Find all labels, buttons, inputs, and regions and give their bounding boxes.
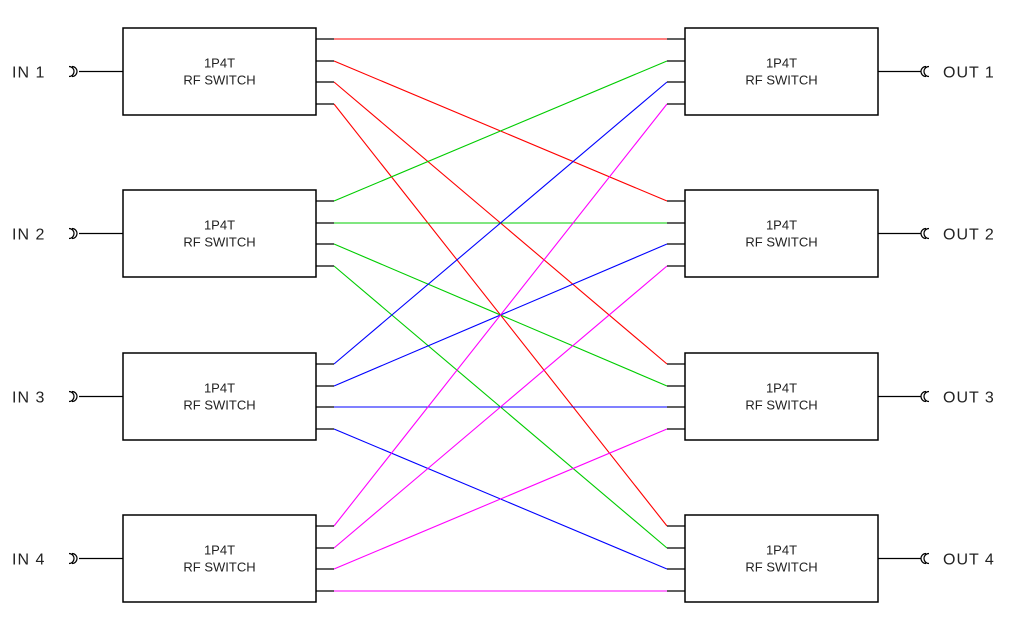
rf-connector-icon xyxy=(68,390,78,403)
rf-switch-box xyxy=(684,352,879,441)
switch-name-label: RF SWITCH xyxy=(745,560,817,575)
switch-name-label: RF SWITCH xyxy=(745,235,817,250)
output-port-label: OUT 4 xyxy=(943,552,995,569)
input-4-group: 1P4T RF SWITCH IN 4 xyxy=(12,514,334,603)
switch-type-label: 1P4T xyxy=(204,56,235,71)
connection-in4-to-out2 xyxy=(333,265,668,549)
switch-type-label: 1P4T xyxy=(204,381,235,396)
connection-in3-to-out1 xyxy=(333,81,668,365)
rf-connector-icon xyxy=(920,227,930,240)
connection-in4-to-out3 xyxy=(333,428,668,570)
switch-name-label: RF SWITCH xyxy=(183,398,255,413)
rf-connector-icon xyxy=(68,65,78,78)
input-port-label: IN 4 xyxy=(12,552,45,569)
switch-type-label: 1P4T xyxy=(766,218,797,233)
switch-type-label: 1P4T xyxy=(204,543,235,558)
input-port-label: IN 1 xyxy=(12,65,45,82)
switch-blocks: 1P4T RF SWITCH IN 1 1P4T RF SWITCH IN 2 1P4T RF… xyxy=(12,27,995,603)
output-port-label: OUT 2 xyxy=(943,227,995,244)
output-3-group: 1P4T RF SWITCH OUT 3 xyxy=(667,352,995,441)
connection-lines xyxy=(333,38,668,592)
rf-switch-box xyxy=(122,189,317,278)
output-1-group: 1P4T RF SWITCH OUT 1 xyxy=(667,27,995,116)
input-1-group: 1P4T RF SWITCH IN 1 xyxy=(12,27,334,116)
output-port-label: OUT 3 xyxy=(943,390,995,407)
switch-type-label: 1P4T xyxy=(766,56,797,71)
rf-switch-box xyxy=(122,352,317,441)
switch-name-label: RF SWITCH xyxy=(745,73,817,88)
rf-connector-icon xyxy=(920,65,930,78)
input-3-group: 1P4T RF SWITCH IN 3 xyxy=(12,352,334,441)
rf-connector-icon xyxy=(68,552,78,565)
input-port-label: IN 3 xyxy=(12,390,45,407)
switch-name-label: RF SWITCH xyxy=(183,560,255,575)
input-port-label: IN 2 xyxy=(12,227,45,244)
rf-switch-box xyxy=(122,27,317,116)
output-2-group: 1P4T RF SWITCH OUT 2 xyxy=(667,189,995,278)
rf-switch-box xyxy=(684,189,879,278)
switch-type-label: 1P4T xyxy=(766,381,797,396)
connection-in4-to-out1 xyxy=(333,103,668,527)
switch-name-label: RF SWITCH xyxy=(183,73,255,88)
rf-connector-icon xyxy=(920,552,930,565)
rf-connector-icon xyxy=(920,390,930,403)
rf-switch-box xyxy=(684,514,879,603)
switch-type-label: 1P4T xyxy=(204,218,235,233)
switch-name-label: RF SWITCH xyxy=(183,235,255,250)
rf-switch-box xyxy=(684,27,879,116)
rf-switch-box xyxy=(122,514,317,603)
input-2-group: 1P4T RF SWITCH IN 2 xyxy=(12,189,334,278)
connection-in2-to-out1 xyxy=(333,60,668,202)
switch-type-label: 1P4T xyxy=(766,543,797,558)
switch-name-label: RF SWITCH xyxy=(745,398,817,413)
rf-connector-icon xyxy=(68,227,78,240)
output-4-group: 1P4T RF SWITCH OUT 4 xyxy=(667,514,995,603)
output-port-label: OUT 1 xyxy=(943,65,995,82)
